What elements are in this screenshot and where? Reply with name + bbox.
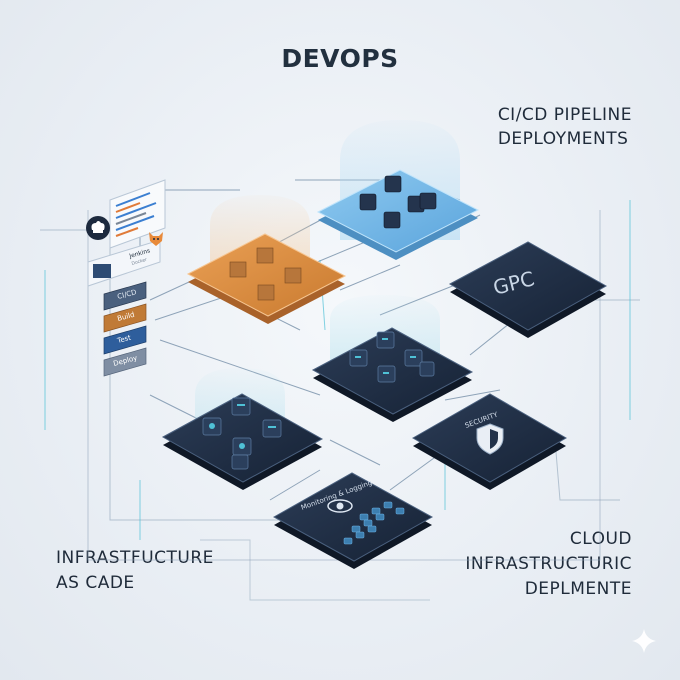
profile-card: Jenkins Docker [87, 232, 163, 287]
cloud-label-line-1: CLOUD [569, 529, 632, 549]
pipeline-stages: CI/CD Build Test Deploy [103, 281, 147, 377]
build-platform [186, 233, 347, 324]
gcp-platform: GPC [448, 241, 608, 338]
cloud-label-line-3: DEPLMENTE [524, 579, 632, 599]
stage-test: Test [103, 325, 147, 355]
container-cluster-platform [311, 327, 474, 422]
security-platform: SECURITY [411, 393, 567, 490]
server-cube-icon [419, 192, 437, 210]
stage-label: Test [115, 334, 132, 346]
server-cube-icon [262, 419, 282, 438]
profile-sub: Docker [131, 257, 148, 267]
shield-icon [476, 423, 504, 455]
ci-cd-cloud-platform [316, 169, 480, 260]
server-cube-icon [231, 454, 249, 470]
avatar [93, 264, 111, 278]
cicd-label-line-2: DEPLOYMENTS [497, 129, 629, 149]
fox-icon [149, 232, 163, 246]
code-editor-panel [86, 179, 166, 249]
page-title: DEVOPS [281, 44, 399, 73]
eye-icon [327, 499, 353, 513]
server-cube-icon [359, 193, 377, 211]
package-cube-icon [229, 261, 247, 278]
monitoring-logging-platform: Monitoring & Logging [272, 472, 434, 569]
cloud-infrastructure-label: CLOUD INFRASTRUCTURIC DEPLMENTE [465, 527, 632, 602]
infrastructure-as-code-label: INFRASTFUCTURE AS CADE [56, 546, 214, 596]
cicd-label-line-1: CI/CD PIPELINE [497, 105, 632, 125]
stage-cicd: CI/CD [103, 281, 147, 311]
iac-label-line-2: AS CADE [56, 573, 135, 593]
server-cube-icon [231, 397, 251, 416]
package-cube-icon [257, 284, 275, 301]
stage-deploy: Deploy [103, 347, 147, 377]
iac-label-line-1: INFRASTFUCTURE [56, 548, 214, 568]
infrastructure-platform [161, 393, 324, 490]
package-cube-icon [284, 267, 302, 284]
stage-build: Build [103, 303, 147, 333]
container-cube-icon [419, 361, 435, 377]
cloud-label-line-2: INFRASTRUCTURIC [465, 554, 632, 574]
chef-hat-icon [86, 216, 110, 240]
sparkle-icon [632, 629, 656, 653]
cicd-pipeline-label: CI/CD PIPELINE DEPLOYMENTS [498, 103, 632, 151]
server-cube-icon [384, 175, 402, 193]
package-cube-icon [256, 247, 274, 264]
server-cube-icon [383, 211, 401, 229]
